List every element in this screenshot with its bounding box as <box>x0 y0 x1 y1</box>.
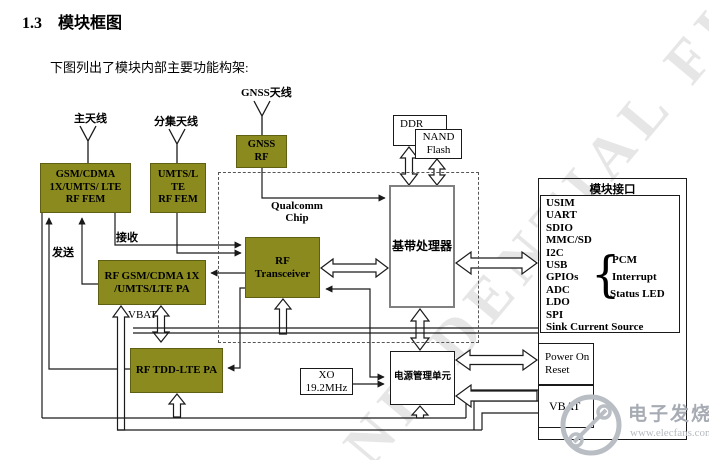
brace-item-interrupt: Interrupt <box>612 271 657 283</box>
gsm-fem-block: GSM/CDMA 1X/UMTS/ LTE RF FEM <box>40 163 131 213</box>
nand-flash-block: NAND Flash <box>415 129 462 159</box>
arrow-vbat-gsm-pa <box>111 304 131 431</box>
interface-item: GPIOs <box>546 271 579 284</box>
main-antenna-label: 主天线 <box>74 113 107 125</box>
arrow-vbat-tdd-pa <box>167 393 187 418</box>
transmit-label: 发送 <box>52 247 74 259</box>
interface-brace: { <box>591 245 621 303</box>
interface-item: UART <box>546 209 577 222</box>
baseband-processor-block: 基带处理器 <box>389 185 455 308</box>
tdd-pa-block: RF TDD-LTE PA <box>130 348 223 393</box>
interface-item: USB <box>546 259 568 272</box>
arrow-vbat-pmu <box>454 383 538 409</box>
interface-item: SPI <box>546 308 564 321</box>
arrow-baseband-pmu <box>409 308 431 351</box>
pmu-block: 电源管理单元 <box>390 351 455 405</box>
section-number: 1.3 <box>22 15 42 32</box>
diversity-antenna-label: 分集天线 <box>154 116 198 128</box>
vbat-rail-label: VBAT <box>128 309 157 321</box>
elecfans-logo: 电子发烧友 www.elecfans.com <box>556 390 709 460</box>
gnss-rf-block: GNSS RF <box>236 135 287 168</box>
gnss-antenna-icon <box>253 100 271 135</box>
section-title: 模块框图 <box>58 15 123 32</box>
umts-fem-block: UMTS/L TE RF FEM <box>150 163 206 213</box>
section-heading: 1.3 模块框图 <box>22 9 122 33</box>
power-on-reset-block: Power On Reset <box>538 343 594 385</box>
diversity-antenna-icon <box>168 128 186 165</box>
rf-transceiver-block: RF Transceiver <box>245 237 320 298</box>
gsm-pa-block: RF GSM/CDMA 1X /UMTS/LTE PA <box>98 260 206 305</box>
module-interface-title: 模块接口 <box>589 184 636 196</box>
module-interface-list: USIM UART SDIO MMC/SD I2C USB GPIOs ADC … <box>540 195 680 333</box>
arrow-rail-pmu <box>410 405 430 419</box>
main-antenna-icon <box>79 125 97 165</box>
receive-label: 接收 <box>116 232 138 244</box>
brace-item-pcm: PCM <box>612 254 638 266</box>
elecfans-logo-icon <box>560 394 622 456</box>
interface-item: I2C <box>546 246 564 259</box>
power-rails <box>42 327 538 431</box>
interface-item: MMC/SD <box>546 234 592 247</box>
arrow-rail-transceiver <box>273 298 293 335</box>
interface-item: Sink Current Source <box>546 321 644 334</box>
interface-item: LDO <box>546 296 570 309</box>
intro-text: 下图列出了模块内部主要功能构架: <box>50 60 249 75</box>
arrow-baseband-interface <box>454 250 539 276</box>
elecfans-site-text: www.elecfans.com <box>630 427 709 439</box>
elecfans-brand-text: 电子发烧友 <box>628 404 709 425</box>
arrow-transceiver-baseband <box>320 257 389 279</box>
qualcomm-chip-label: Qualcomm Chip <box>271 200 323 224</box>
gnss-antenna-label: GNSS天线 <box>241 87 292 99</box>
interface-item: SDIO <box>546 221 573 234</box>
brace-item-status-led: Status LED <box>610 288 665 300</box>
interface-item: ADC <box>546 283 570 296</box>
xo-block: XO 19.2MHz <box>300 368 353 395</box>
arrow-pmu-poweronreset <box>454 348 539 372</box>
interface-item: USIM <box>546 197 575 209</box>
